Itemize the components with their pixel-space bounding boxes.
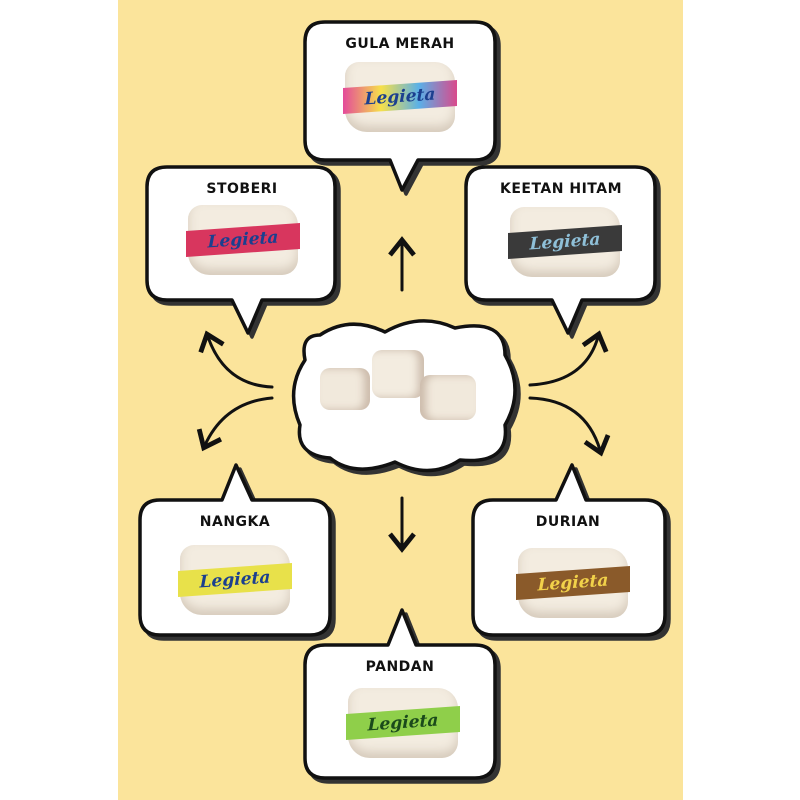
product-keetan-hitam: Legieta bbox=[508, 207, 622, 277]
title-durian: DURIAN bbox=[535, 514, 601, 530]
title-keetan-hitam: KEETAN HITAM bbox=[499, 181, 623, 197]
product-durian: Legieta bbox=[516, 548, 630, 618]
center-yarn-balls bbox=[320, 350, 480, 430]
title-nangka: NANGKA bbox=[199, 514, 271, 530]
title-stoberi: STOBERI bbox=[206, 181, 278, 197]
arrow-upper-left bbox=[198, 330, 274, 389]
arrow-upper-right bbox=[528, 330, 609, 387]
title-pandan: PANDAN bbox=[365, 659, 435, 675]
product-pandan: Legieta bbox=[346, 688, 460, 758]
product-nangka: Legieta bbox=[178, 545, 292, 615]
arrow-lower-left bbox=[196, 396, 274, 452]
product-stoberi: Legieta bbox=[186, 205, 300, 275]
title-gula-merah: GULA MERAH bbox=[345, 36, 455, 52]
arrows bbox=[196, 236, 611, 553]
arrow-lower-right bbox=[528, 396, 611, 457]
product-gula-merah: Legieta bbox=[343, 62, 457, 132]
